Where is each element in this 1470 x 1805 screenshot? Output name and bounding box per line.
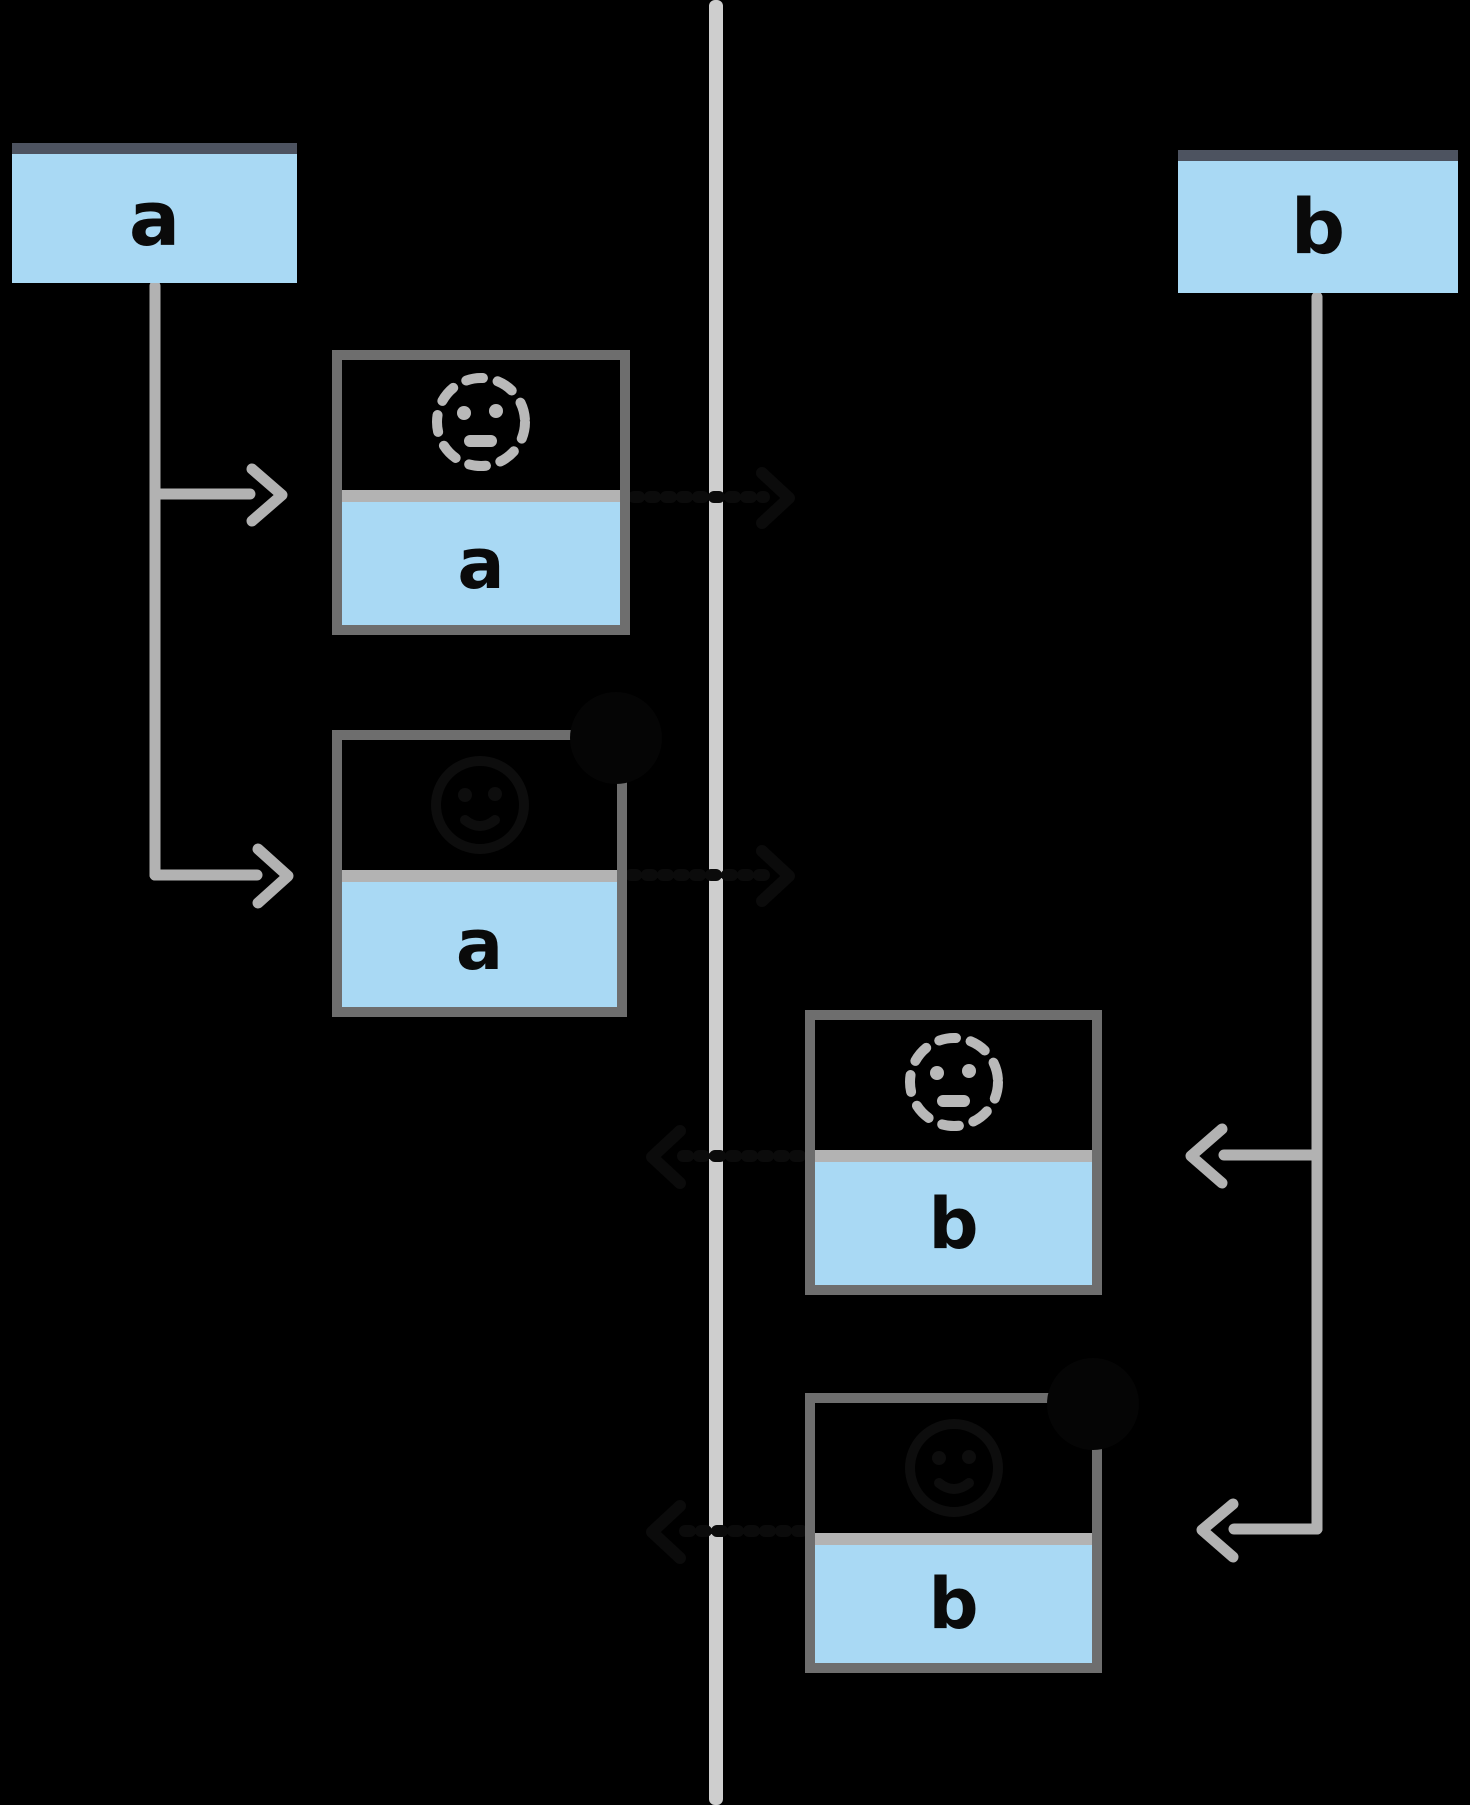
connector-a [149, 280, 294, 909]
card-divider [342, 490, 620, 502]
arrowhead-right-icon [246, 463, 288, 527]
hidden-face-icon [904, 1419, 1003, 1517]
pending-face-icon [904, 1033, 1003, 1131]
node-letter: a [455, 903, 504, 986]
root-node-a: a [12, 143, 297, 283]
pending-face-icon [432, 373, 530, 471]
timeline-line [709, 0, 723, 1805]
card-bottom-half: a [342, 882, 617, 1007]
card-bottom-half: b [815, 1545, 1092, 1663]
node-letter: b [1290, 182, 1346, 271]
node-header-bar [1178, 150, 1458, 161]
card-top-half [342, 360, 620, 490]
child-card-a2: a [332, 692, 662, 1017]
child-card-b2: b [805, 1358, 1139, 1673]
hidden-arrowhead-right-icon [756, 845, 795, 907]
card-divider [815, 1150, 1092, 1162]
node-letter: b [928, 1182, 979, 1265]
node-header-bar [12, 143, 297, 154]
arrowhead-left-icon [1185, 1123, 1228, 1189]
hidden-face-icon [430, 756, 529, 854]
node-letter: a [128, 173, 181, 263]
card-top-half [342, 740, 617, 870]
hidden-arrowhead-left-icon [646, 1500, 686, 1564]
card-top-half [815, 1403, 1092, 1533]
corner-badge-dot [570, 692, 662, 784]
root-node-b: b [1178, 150, 1458, 293]
node-letter: a [457, 522, 505, 605]
connector-b [1185, 291, 1323, 1563]
card-top-half [815, 1020, 1092, 1150]
hidden-arrowhead-left-icon [646, 1125, 686, 1189]
hidden-arrowhead-right-icon [756, 467, 795, 529]
child-card-b1: b [805, 1010, 1102, 1295]
corner-badge-dot [1047, 1358, 1139, 1450]
arrowhead-left-icon [1196, 1498, 1239, 1563]
card-divider [342, 870, 617, 882]
arrowhead-right-icon [252, 843, 294, 909]
node-letter: b [928, 1563, 979, 1645]
card-bottom-half: b [815, 1162, 1092, 1285]
card-bottom-half: a [342, 502, 620, 625]
child-card-a1: a [332, 350, 630, 635]
card-divider [815, 1533, 1092, 1545]
